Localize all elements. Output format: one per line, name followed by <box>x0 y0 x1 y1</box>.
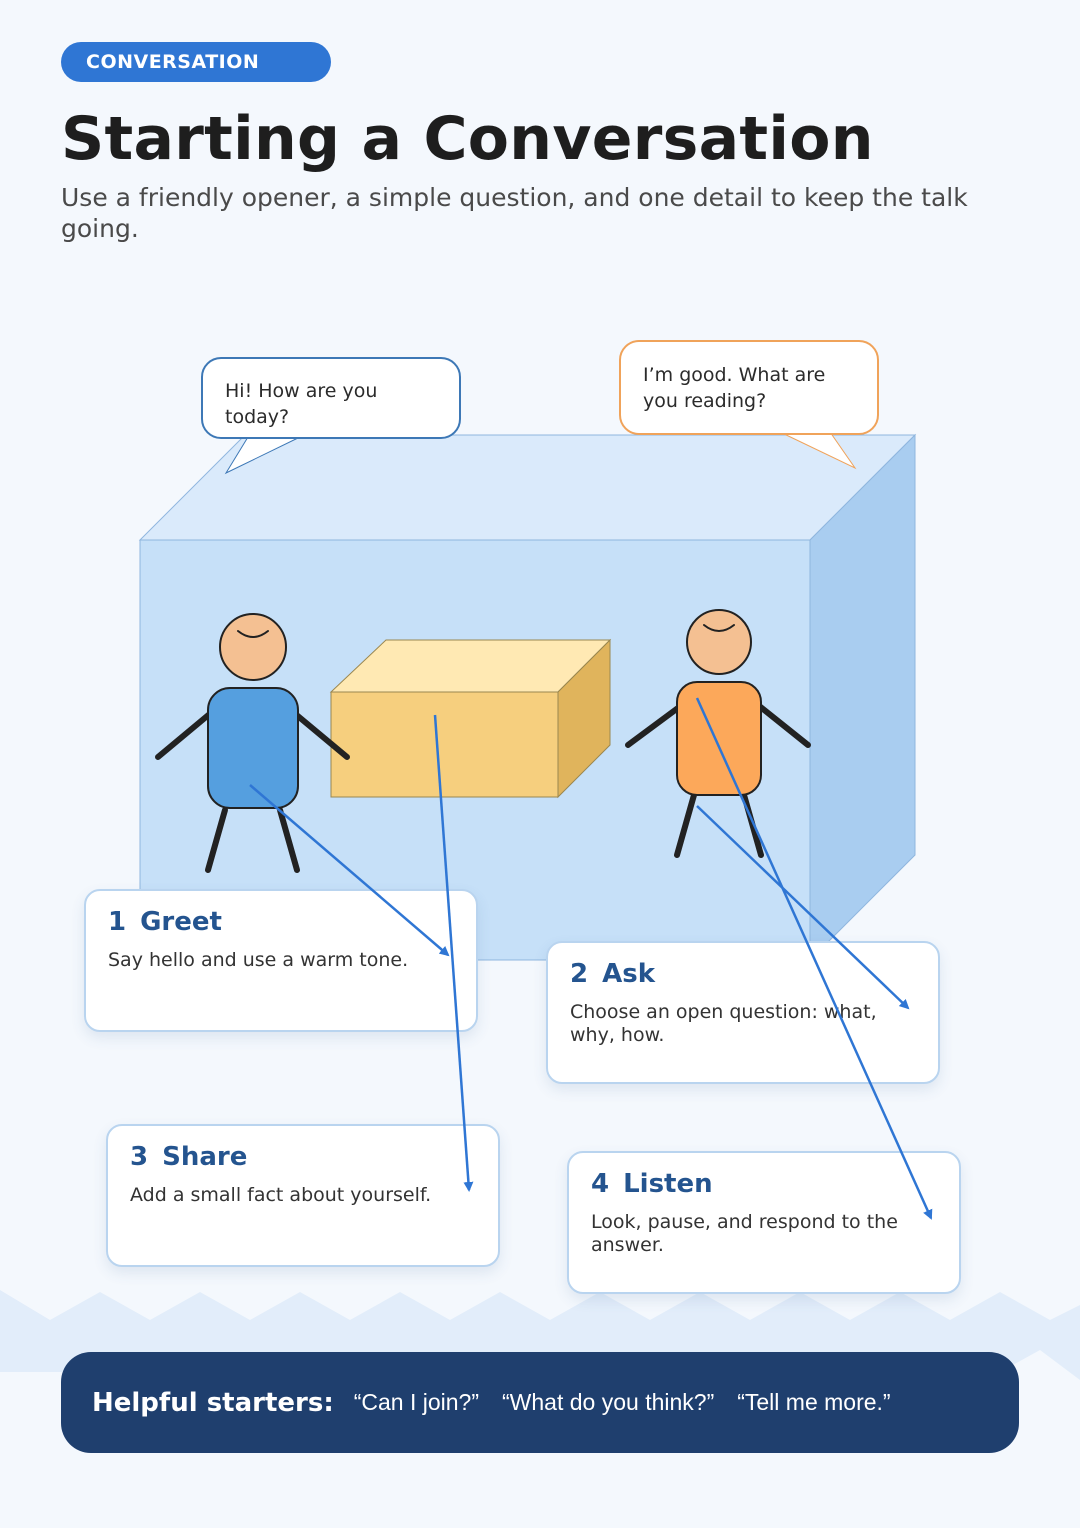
step-card-share: 3 Share Add a small fact about yourself. <box>106 1124 500 1267</box>
step-description: Add a small fact about yourself. <box>130 1184 432 1206</box>
step-description: Say hello and use a warm tone. <box>108 949 409 971</box>
person-left <box>155 613 350 873</box>
page-subtitle: Use a friendly opener, a simple question… <box>61 183 968 243</box>
step-description: Choose an open question: what, why, how. <box>570 1001 877 1046</box>
step-title: Share <box>162 1142 248 1172</box>
starter-phrase: “Can I join?” <box>353 1389 480 1415</box>
step-card-ask: 2 Ask Choose an open question: what, why,… <box>546 941 940 1084</box>
step-card-greet: 1 Greet Say hello and use a warm tone. <box>84 889 478 1032</box>
starter-phrase: “What do you think?” <box>502 1389 715 1415</box>
step-number: 1 <box>108 907 127 937</box>
step-card-listen: 4 Listen Look, pause, and respond to the … <box>567 1151 961 1294</box>
footer-label: Helpful starters: <box>92 1387 334 1418</box>
helpful-starters-banner: Helpful starters: “Can I join?” “What do… <box>61 1352 1019 1453</box>
step-description: Look, pause, and respond to the answer. <box>591 1211 898 1256</box>
step-number: 3 <box>130 1142 149 1172</box>
step-title: Listen <box>623 1169 713 1199</box>
speech-bubble-left: Hi! How are you today? <box>201 357 461 439</box>
step-title: Ask <box>602 959 655 989</box>
category-badge: CONVERSATION <box>61 42 331 82</box>
speech-bubble-right: I’m good. What are you reading? <box>619 340 879 435</box>
step-title: Greet <box>140 907 222 937</box>
page-title: Starting a Conversation <box>61 104 874 174</box>
step-number: 4 <box>591 1169 610 1199</box>
starter-phrase: “Tell me more.” <box>737 1389 891 1415</box>
step-number: 2 <box>570 959 589 989</box>
table-block <box>329 638 612 799</box>
